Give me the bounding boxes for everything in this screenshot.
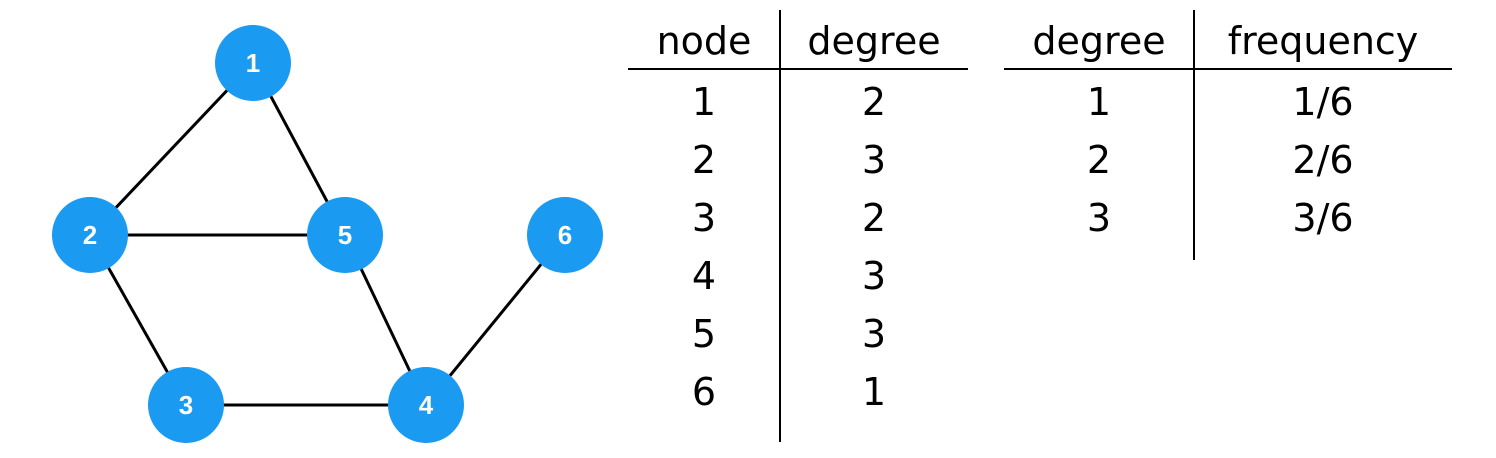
frequency-table-header-rule: [1004, 68, 1452, 70]
node-label: 3: [179, 390, 193, 420]
frequency-table: degree frequency 1 1/6 2 2/6 3 3/6: [1004, 10, 1452, 260]
degree-table-cell: 3: [691, 196, 717, 240]
edge-1-2: [88, 61, 255, 237]
node-label: 4: [419, 390, 434, 420]
frequency-table-column-separator: [1193, 10, 1195, 260]
frequency-table-cell: 2: [1086, 138, 1112, 182]
node-label: 2: [83, 220, 97, 250]
frequency-table-header-degree: degree: [1032, 19, 1166, 63]
degree-table-cell: 3: [861, 138, 887, 182]
node-circle: [527, 197, 603, 273]
node-circle: [215, 25, 291, 101]
frequency-table-cell: 2/6: [1292, 138, 1354, 182]
node-label: 1: [246, 48, 260, 78]
node-circle: [52, 197, 128, 273]
node-1: 1: [215, 25, 291, 101]
degree-table-cell: 3: [861, 254, 887, 298]
frequency-table-header-frequency: frequency: [1227, 19, 1419, 63]
degree-table-cell: 6: [691, 370, 717, 414]
degree-table-column-separator: [779, 10, 781, 442]
degree-table: node degree 1 2 2 3 3 2 4 3 5 3 6 1: [628, 10, 968, 442]
node-4: 4: [388, 367, 464, 443]
network-graph: 1 2 3 4 5 6: [52, 25, 603, 443]
degree-table-cell: 5: [691, 312, 717, 356]
frequency-table-cell: 1/6: [1292, 80, 1354, 124]
degree-table-cell: 2: [861, 196, 887, 240]
frequency-table-cell: 3: [1086, 196, 1112, 240]
node-label: 6: [558, 220, 572, 250]
degree-table-header-degree: degree: [807, 19, 941, 63]
frequency-table-cell: 3/6: [1292, 196, 1354, 240]
node-5: 5: [307, 197, 383, 273]
node-6: 6: [527, 197, 603, 273]
graph-nodes: 1 2 3 4 5 6: [52, 25, 603, 443]
degree-table-cell: 2: [861, 80, 887, 124]
degree-table-cell: 4: [691, 254, 717, 298]
degree-table-cell: 1: [691, 80, 717, 124]
degree-table-cell: 1: [861, 370, 887, 414]
degree-table-cell: 2: [691, 138, 717, 182]
node-2: 2: [52, 197, 128, 273]
frequency-table-cell: 1: [1086, 80, 1112, 124]
node-label: 5: [338, 220, 352, 250]
degree-table-header-node: node: [656, 19, 752, 63]
node-circle: [307, 197, 383, 273]
node-3: 3: [148, 367, 224, 443]
node-circle: [388, 367, 464, 443]
degree-table-cell: 3: [861, 312, 887, 356]
node-circle: [148, 367, 224, 443]
degree-table-header-rule: [628, 68, 968, 70]
